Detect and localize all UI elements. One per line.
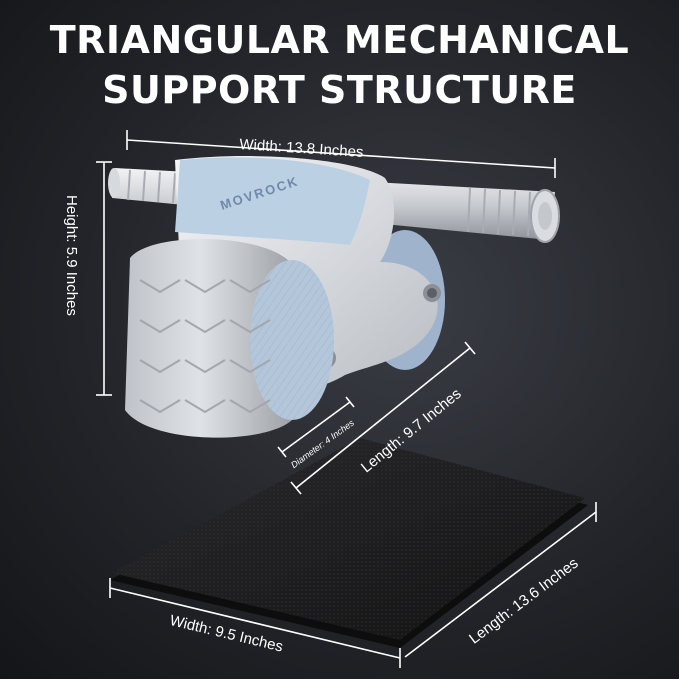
page-title-line-2: SUPPORT STRUCTURE — [102, 68, 577, 112]
roller-height-label: Height: 5.9 Inches — [63, 195, 80, 316]
front-wheel — [125, 238, 334, 438]
exercise-mat — [110, 438, 588, 648]
dimension-lines — [96, 130, 597, 668]
page-title-line-1: TRIANGULAR MECHANICAL — [49, 18, 630, 62]
